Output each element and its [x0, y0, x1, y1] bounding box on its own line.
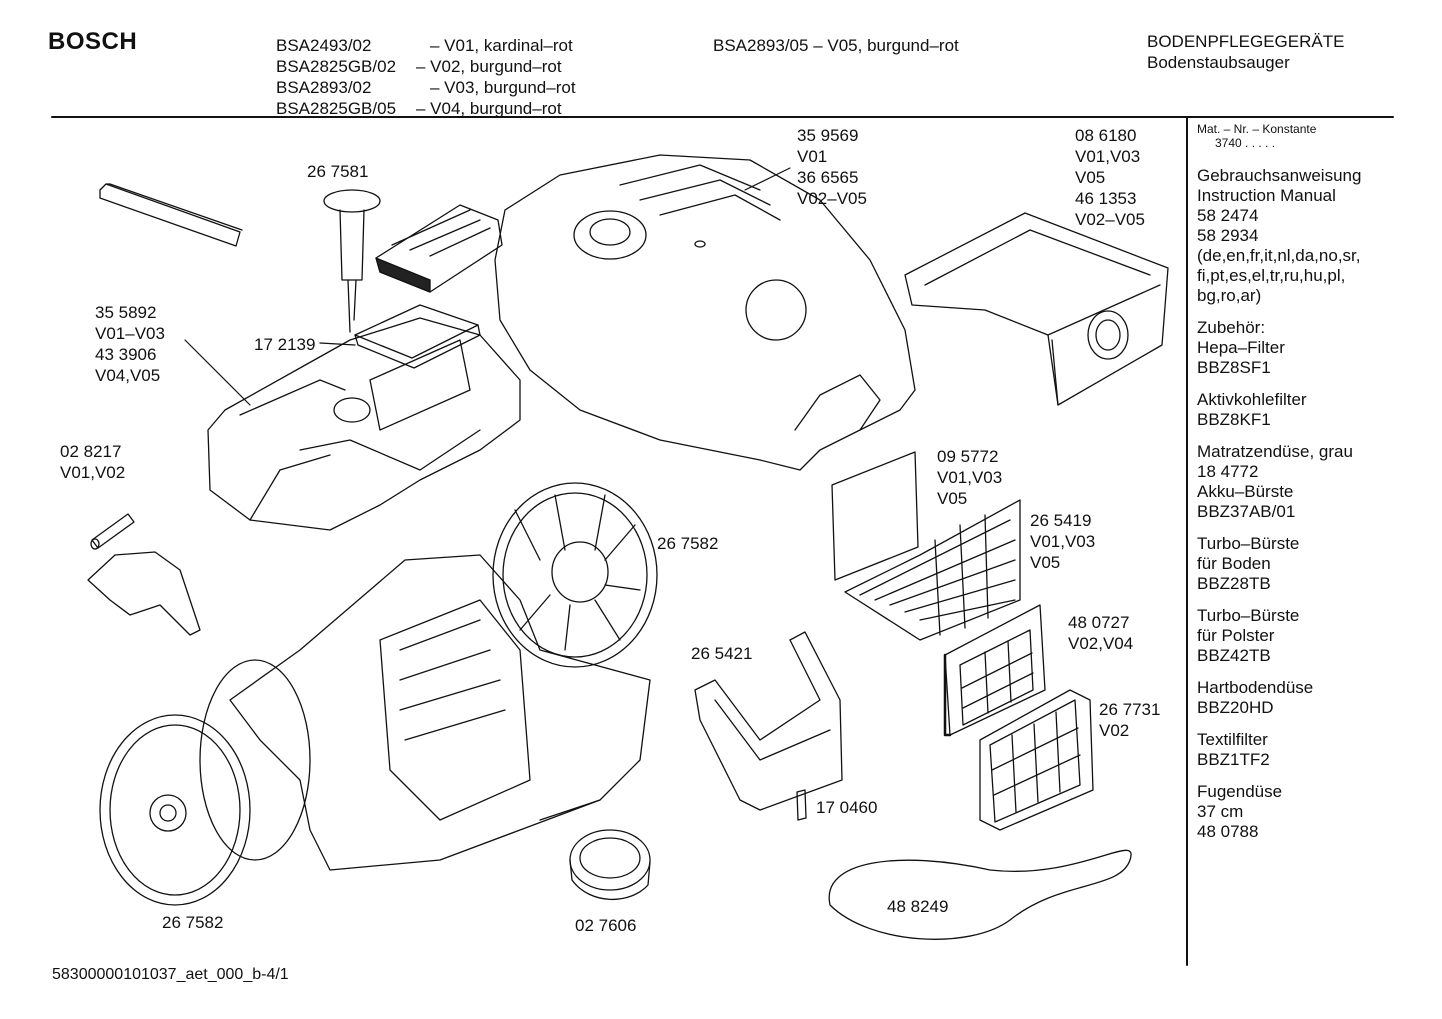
part-label-267582-wheel-right: 26 7582	[657, 534, 719, 553]
sidebar-line: BBZ1TF2	[1197, 750, 1270, 769]
wheel-left-part	[99, 659, 311, 906]
category: BODENPFLEGEGERÄTE	[1147, 32, 1345, 51]
part-label-267581: 26 7581	[307, 162, 369, 181]
sidebar-line: BBZ28TB	[1197, 574, 1271, 593]
small-bracket-part	[87, 551, 201, 636]
filter-clip-part	[323, 189, 381, 333]
wheel-right-part	[492, 482, 658, 668]
sidebar: Mat. – Nr. – Konstante 3740 . . . . . Ge…	[1197, 122, 1361, 854]
sidebar-line: Turbo–Bürste	[1197, 534, 1300, 553]
mat-label: Mat. – Nr. – Konstante	[1197, 122, 1317, 136]
grid-frame-part	[844, 499, 1021, 641]
sidebar-line: Hartbodendüse	[1197, 678, 1314, 697]
footer-code: 58300000101037_aet_000_b-4/1	[52, 966, 289, 983]
brand-logo: BOSCH	[48, 28, 138, 55]
sidebar-line: fi,pt,es,el,tr,ru,hu,pl,	[1197, 266, 1346, 285]
model-row: BSA2825GB/05– V04, burgund–rot	[276, 99, 562, 118]
sidebar-line: Fugendüse	[1197, 782, 1283, 801]
sidebar-line: 18 4772	[1197, 462, 1259, 481]
filter-sheet-part	[831, 451, 919, 581]
textile-filter-part	[979, 689, 1094, 831]
hepa-filter-part	[943, 604, 1046, 737]
sidebar-line: Akku–Bürste	[1197, 482, 1294, 501]
sidebar-line: BBZ8KF1	[1197, 410, 1271, 429]
top-cover-part	[494, 154, 916, 471]
sidebar-line: für Polster	[1197, 626, 1275, 645]
leader-lines	[184, 167, 791, 406]
subcategory: Bodenstaubsauger	[1147, 53, 1290, 72]
sidebar-line: 58 2474	[1197, 206, 1259, 225]
cylinder-part	[90, 513, 135, 550]
base-chassis-part	[229, 554, 651, 871]
sidebar-line: BBZ8SF1	[1197, 358, 1271, 377]
sidebar-line: 58 2934	[1197, 226, 1259, 245]
filter-pad-part	[354, 304, 481, 369]
handle-bracket-part	[694, 631, 843, 811]
upper-housing-part	[207, 317, 521, 531]
part-label-267582-wheel-left: 26 7582	[162, 913, 224, 932]
model-row: BSA2493/02– V01, kardinal–rot	[276, 36, 573, 55]
sidebar-line: BBZ37AB/01	[1197, 502, 1296, 521]
sidebar-line: Aktivkohlefilter	[1197, 390, 1307, 409]
sidebar-line: BBZ20HD	[1197, 698, 1274, 717]
sidebar-line: für Boden	[1197, 554, 1271, 573]
sidebar-line: bg,ro,ar)	[1197, 286, 1262, 305]
part-label-170460: 17 0460	[816, 798, 878, 817]
belt-part	[828, 849, 1132, 940]
sidebar-line: 37 cm	[1197, 802, 1244, 821]
sidebar-line: BBZ42TB	[1197, 646, 1271, 665]
dust-bag-part	[904, 212, 1169, 406]
sidebar-line: Zubehör:	[1197, 318, 1266, 337]
sidebar-line: Matratzendüse, grau	[1197, 442, 1353, 461]
sidebar-line: Hepa–Filter	[1197, 338, 1285, 357]
sidebar-line: (de,en,fr,it,nl,da,no,sr,	[1197, 246, 1361, 265]
sidebar-line: Textilfilter	[1197, 730, 1268, 749]
model-row: BSA2825GB/02– V02, burgund–rot	[276, 57, 562, 76]
part-label-027606: 02 7606	[575, 916, 637, 935]
rubber-strip-part	[99, 183, 243, 247]
category-title: BODENPFLEGEGERÄTE Bodenstaubsauger	[1147, 31, 1344, 73]
small-clip-part	[796, 789, 807, 821]
sidebar-line: 48 0788	[1197, 822, 1259, 841]
mat-value: 3740 . . . . .	[1215, 136, 1276, 150]
model-list: BSA2493/02– V01, kardinal–rot BSA2825GB/…	[276, 35, 576, 119]
model-row: BSA2893/02– V03, burgund–rot	[276, 78, 576, 97]
part-label-265421: 26 5421	[691, 644, 753, 663]
part-label-488249: 48 8249	[887, 897, 949, 916]
model-extra: BSA2893/05 – V05, burgund–rot	[713, 36, 959, 55]
sidebar-line: Gebrauchsanweisung	[1197, 166, 1362, 185]
sidebar-line: Instruction Manual	[1197, 186, 1336, 205]
filter-cassette-part	[375, 204, 503, 293]
sidebar-line: Turbo–Bürste	[1197, 606, 1300, 625]
part-label-172139: 17 2139	[254, 335, 316, 354]
cord-cap-part	[569, 829, 651, 901]
